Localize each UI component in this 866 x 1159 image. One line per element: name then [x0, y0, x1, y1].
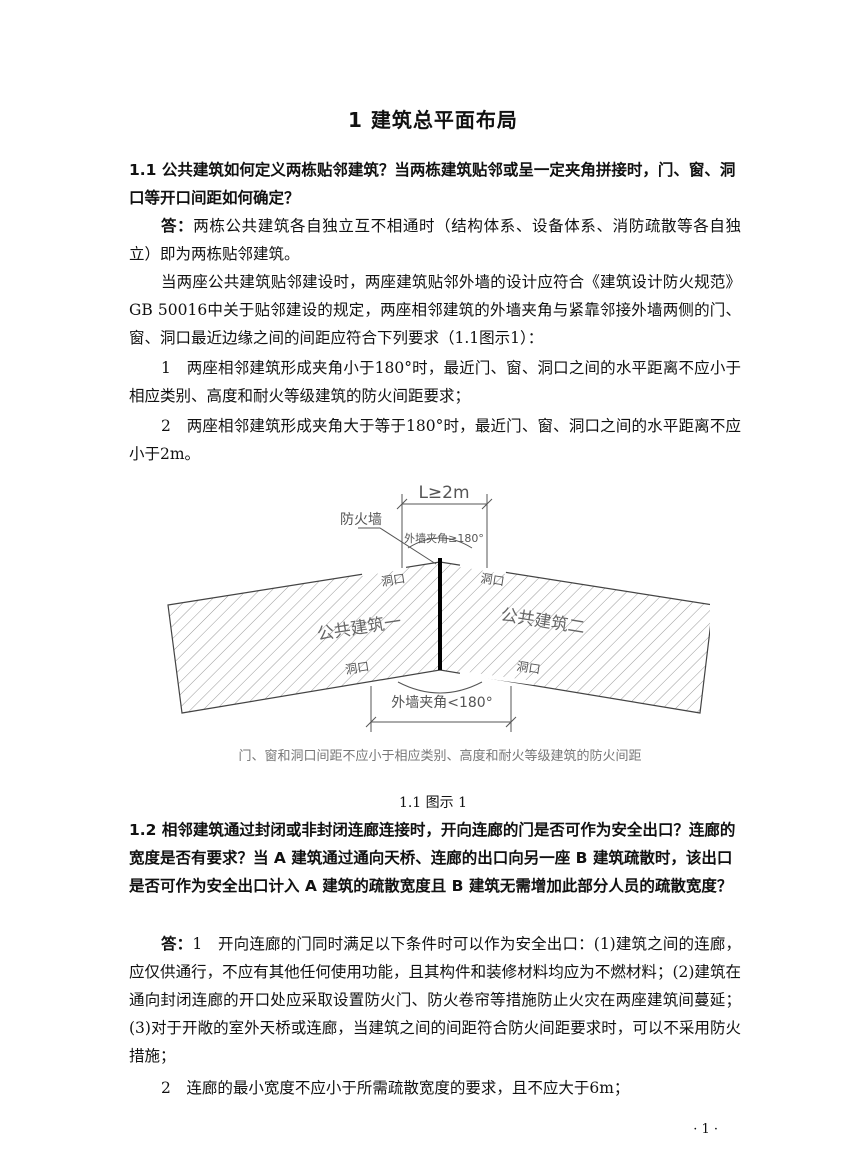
opening-mark: [359, 690, 413, 702]
opening-mark: [459, 563, 507, 574]
figure-diagram: L≥2m 外墙夹角≥180° 防火墙 洞口 洞口 洞口 洞口 公共建筑一 公共建…: [167, 483, 710, 764]
figure-caption: 1.1 图示 1: [398, 795, 468, 811]
opening-mark: [459, 671, 535, 685]
answer-label: 答：: [161, 217, 194, 235]
opening-label: 洞口: [380, 571, 406, 589]
opening-label: 洞口: [344, 659, 370, 677]
angle-label-top: 外墙夹角≥180°: [404, 531, 484, 545]
question-1-2: 1.2 相邻建筑通过封闭或非封闭连廊连接时，开向连廊的门是否可作为安全出口？连廊…: [129, 821, 736, 895]
answer-text: 两栋公共建筑各自独立互不相通时（结构体系、设备体系、消防疏散等各自独立）即为两栋…: [129, 217, 741, 263]
figure-note: 门、窗和洞口间距不应小于相应类别、高度和耐火等级建筑的防火间距: [238, 748, 641, 764]
paragraph-adjacent-rules: 当两座公共建筑贴邻建设时，两座建筑贴邻外墙的设计应符合《建筑设计防火规范》GB …: [129, 273, 741, 347]
answer-text: 1 开向连廊的门同时满足以下条件时可以作为安全出口：(1)建筑之间的连廊，应仅供…: [129, 935, 741, 1065]
fire-wall-label: 防火墙: [340, 512, 382, 528]
opening-label: 洞口: [480, 571, 506, 589]
answer-1-2: 答：1 开向连廊的门同时满足以下条件时可以作为安全出口：(1)建筑之间的连廊，应…: [129, 930, 741, 1070]
answer-1-2-item-2: 2 连廊的最小宽度不应小于所需疏散宽度的要求，且不应大于6m；: [161, 1079, 630, 1097]
page-title: 1 建筑总平面布局: [348, 108, 518, 132]
angle-label-bottom: 外墙夹角<180°: [391, 695, 492, 711]
rule-item-2: 2 两座相邻建筑形成夹角大于等于180°时，最近门、窗、洞口之间的水平距离不应小…: [129, 417, 741, 463]
dimension-label-top: L≥2m: [418, 483, 469, 503]
answer-1-1: 答：两栋公共建筑各自独立互不相通时（结构体系、设备体系、消防疏散等各自独立）即为…: [129, 212, 741, 268]
opening-mark: [361, 565, 407, 576]
opening-label: 洞口: [516, 659, 542, 677]
answer-label: 答：: [161, 935, 193, 953]
rule-item-1: 1 两座相邻建筑形成夹角小于180°时，最近门、窗、洞口之间的水平距离不应小于相…: [129, 359, 741, 405]
page-number: · 1 ·: [693, 1122, 718, 1137]
question-1-1: 1.1 公共建筑如何定义两栋贴邻建筑？当两栋建筑贴邻或呈一定夹角拼接时，门、窗、…: [129, 161, 736, 207]
